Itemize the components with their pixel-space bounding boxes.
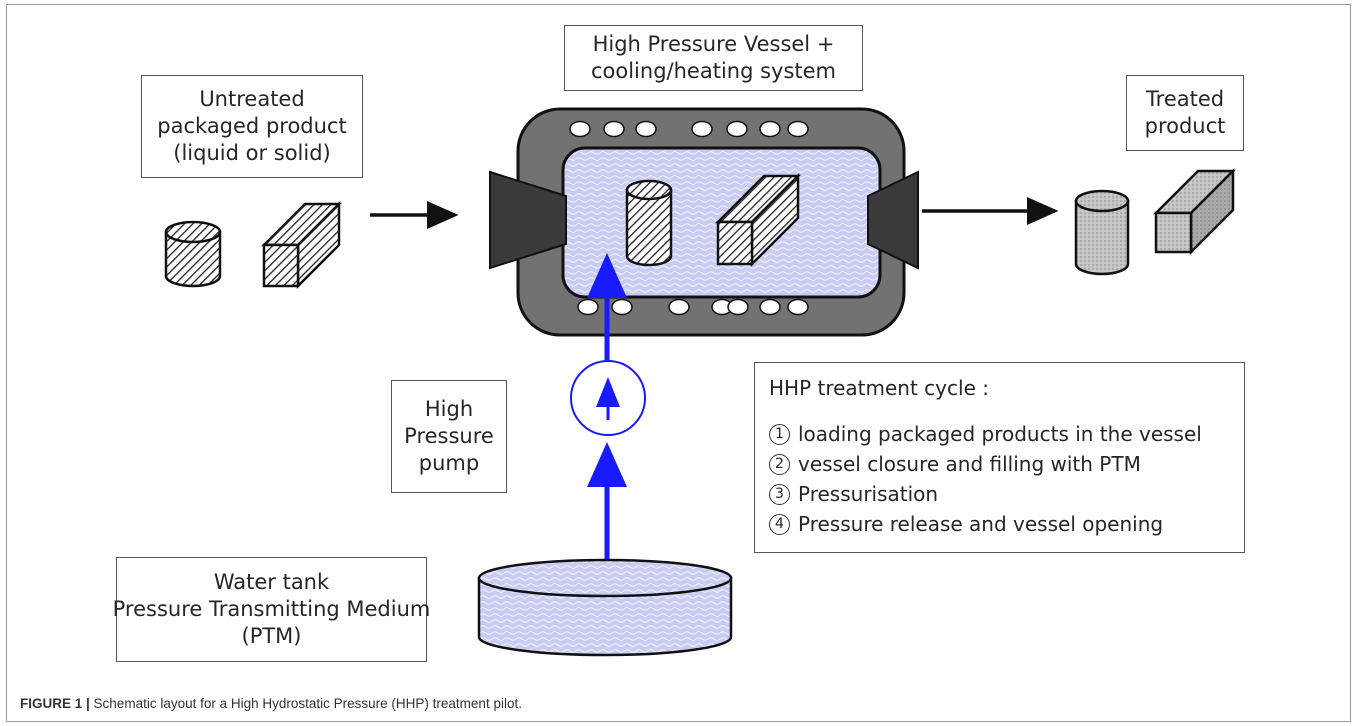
step-text: vessel closure and filling with PTM	[798, 452, 1141, 476]
untreated-cylinder	[164, 220, 222, 288]
heating-holes-top	[569, 120, 809, 138]
treated-cylinder	[1074, 189, 1130, 276]
step-number: 2	[769, 453, 790, 475]
untreated-product-label: Untreated packaged product (liquid or so…	[141, 75, 363, 178]
vessel-label: High Pressure Vessel + cooling/heating s…	[564, 25, 863, 91]
label-line: High Pressure Vessel +	[592, 32, 835, 56]
label-line: product	[1144, 114, 1226, 138]
treatment-cycle-title: HHP treatment cycle :	[769, 376, 989, 400]
caption-label: FIGURE 1 |	[20, 696, 90, 711]
pressure-vessel	[489, 107, 919, 337]
step-text: loading packaged products in the vessel	[798, 422, 1202, 446]
label-line: Water tank	[213, 570, 330, 594]
cycle-step: 2 vessel closure and filling with PTM	[769, 449, 1230, 479]
step-text: Pressurisation	[798, 482, 939, 506]
label-line: packaged product	[157, 114, 347, 138]
cycle-step: 1 loading packaged products in the vesse…	[769, 419, 1230, 449]
step-number: 1	[769, 423, 790, 445]
vessel-cylinder	[625, 179, 673, 267]
label-line: Pressure Transmitting Medium	[112, 597, 431, 621]
cycle-step: 4 Pressure release and vessel opening	[769, 509, 1230, 539]
label-line: (PTM)	[241, 624, 302, 648]
treated-product-label: Treated product	[1126, 75, 1244, 151]
label-line: (liquid or solid)	[173, 141, 331, 165]
treated-box	[1152, 167, 1237, 256]
figure-frame	[6, 4, 1351, 722]
label-line: Untreated	[199, 87, 305, 111]
step-text: Pressure release and vessel opening	[798, 512, 1164, 536]
figure-caption: FIGURE 1 | Schematic layout for a High H…	[20, 696, 522, 711]
treatment-cycle-box: HHP treatment cycle : 1 loading packaged…	[754, 362, 1245, 553]
caption-text: Schematic layout for a High Hydrostatic …	[89, 696, 522, 711]
step-number: 4	[769, 513, 790, 535]
water-tank-label: Water tank Pressure Transmitting Medium …	[113, 557, 430, 662]
heating-holes-bottom	[577, 298, 809, 316]
label-line: Treated	[1145, 87, 1225, 111]
cycle-step: 3 Pressurisation	[769, 479, 1230, 509]
label-line: cooling/heating system	[590, 59, 837, 83]
vessel-box	[714, 172, 802, 268]
label-line: pump	[418, 451, 480, 475]
vessel-door-left	[489, 170, 567, 270]
pump-label: High Pressure pump	[391, 380, 507, 493]
untreated-box	[260, 200, 343, 290]
label-line: High	[424, 397, 474, 421]
high-pressure-pump	[570, 360, 646, 436]
step-number: 3	[769, 483, 790, 505]
label-line: Pressure	[404, 424, 494, 448]
water-tank	[477, 558, 733, 657]
vessel-door-right	[867, 170, 919, 270]
